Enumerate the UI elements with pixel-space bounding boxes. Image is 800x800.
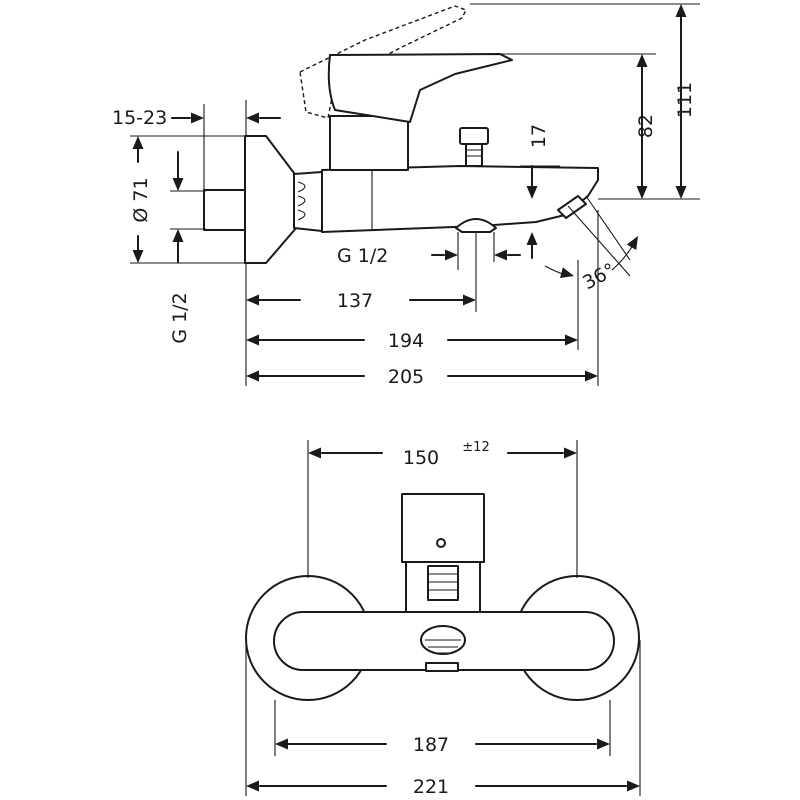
dim-spout-drop: 17 xyxy=(528,124,550,148)
dim-overall-length: 205 xyxy=(388,366,424,388)
side-view: 15-23 Ø 71 G 1/2 G 1/2 17 82 111 36° 137… xyxy=(112,3,700,388)
bottom-outlet xyxy=(455,218,497,233)
lever-handle xyxy=(327,53,513,123)
dim-thread-bottom: G 1/2 xyxy=(337,245,388,267)
diverter-stem xyxy=(427,565,459,601)
wall-stub xyxy=(203,189,247,231)
cartridge-block xyxy=(401,493,485,563)
dim-overall-width: 221 xyxy=(413,776,449,798)
mixer-body-spout xyxy=(321,165,599,233)
front-dimension-lines xyxy=(245,440,641,796)
dim-projection: 194 xyxy=(388,330,424,352)
outlet-aerator xyxy=(557,195,587,219)
dim-outlet-angle: 36° xyxy=(579,259,619,294)
wall-rosette xyxy=(244,135,298,264)
dim-to-outlet: 137 xyxy=(337,290,373,312)
dim-flange-depth: 15-23 xyxy=(112,107,167,129)
dim-overall-height: 111 xyxy=(674,82,696,118)
diverter-knob xyxy=(459,127,489,145)
side-dimension-lines xyxy=(130,3,700,386)
dim-spout-height: 82 xyxy=(635,114,657,138)
front-view: 150 ±12 187 221 xyxy=(245,440,641,798)
dim-rosette-span: 187 xyxy=(413,734,449,756)
connection-nut xyxy=(293,171,323,232)
dim-thread-left: G 1/2 xyxy=(169,292,191,343)
dim-diameter: Ø 71 xyxy=(130,177,152,222)
cartridge-housing xyxy=(329,115,409,171)
lever-handle-raised xyxy=(299,5,467,119)
dim-tolerance: ±12 xyxy=(462,440,489,455)
dim-centers: 150 xyxy=(403,447,439,469)
